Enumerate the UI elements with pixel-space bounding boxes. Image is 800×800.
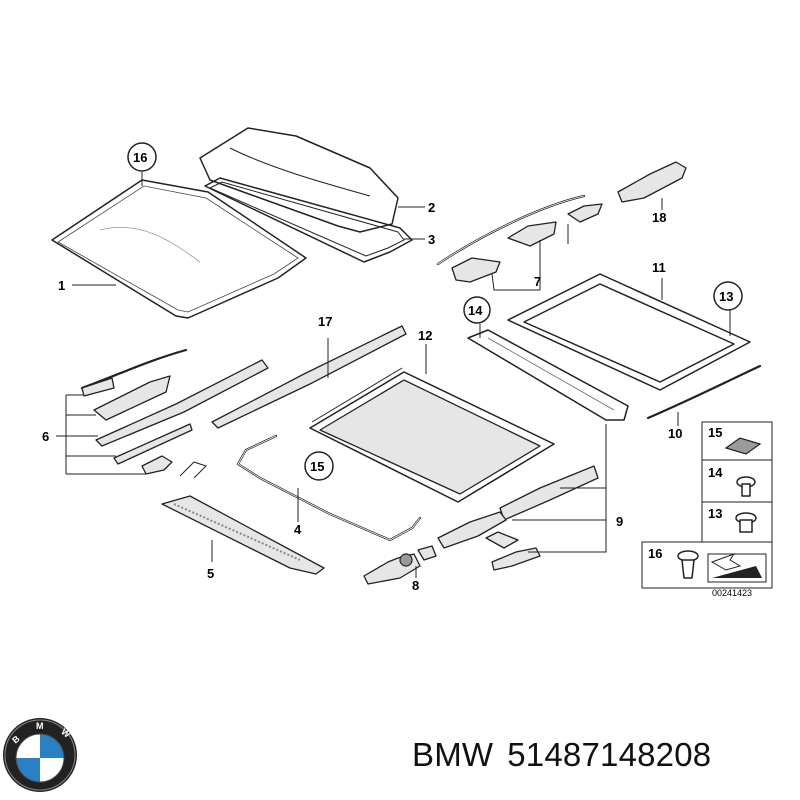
part-bracket-18 bbox=[617, 161, 687, 203]
part-lid-seal bbox=[204, 177, 413, 263]
screw-icon bbox=[735, 512, 757, 533]
part-glass-panel bbox=[51, 179, 307, 319]
callout-11: 11 bbox=[652, 260, 666, 275]
svg-text:M: M bbox=[36, 721, 44, 731]
callout-16-circle bbox=[127, 142, 157, 172]
callout-6: 6 bbox=[42, 429, 49, 444]
brand-part-number-line: BMW 51487148208 bbox=[412, 736, 792, 774]
svg-text:B: B bbox=[10, 733, 22, 745]
part-sunblind-12 bbox=[309, 367, 555, 503]
part-deflector-14 bbox=[467, 329, 629, 421]
part-cable-10 bbox=[646, 364, 762, 420]
legend-label-13: 13 bbox=[708, 506, 722, 521]
pad-icon bbox=[724, 437, 762, 455]
callout-7: 7 bbox=[534, 274, 541, 289]
part-number: 51487148208 bbox=[507, 736, 712, 773]
callout-13: 13 bbox=[719, 289, 733, 304]
arrow-icon bbox=[707, 553, 767, 583]
clip-icon bbox=[677, 550, 699, 579]
part-glass-lid bbox=[199, 127, 399, 233]
legend-cell-13 bbox=[701, 501, 773, 543]
callout-3: 3 bbox=[428, 232, 435, 247]
part-rail-17 bbox=[211, 325, 407, 429]
legend-label-14: 14 bbox=[708, 465, 723, 480]
part-rail-group-6 bbox=[80, 348, 269, 479]
callout-5: 5 bbox=[207, 566, 214, 581]
part-bracket-group-9 bbox=[437, 465, 599, 571]
part-motor-8 bbox=[363, 545, 437, 585]
callout-15-circle bbox=[304, 451, 334, 481]
callout-4: 4 bbox=[294, 522, 302, 537]
callout-17: 17 bbox=[318, 314, 332, 329]
callout-8: 8 bbox=[412, 578, 419, 593]
part-trim-5 bbox=[161, 495, 325, 575]
part-front-guides bbox=[436, 194, 603, 283]
fastener-legend: 15 14 13 16 00241423 bbox=[641, 421, 773, 598]
part-cable-4 bbox=[236, 434, 422, 542]
brand-name: BMW bbox=[412, 736, 494, 773]
callout-12: 12 bbox=[418, 328, 432, 343]
callout-9: 9 bbox=[616, 514, 623, 529]
callout-16: 16 bbox=[133, 150, 147, 165]
callout-1: 1 bbox=[58, 278, 65, 293]
leader-lines bbox=[56, 172, 731, 578]
callout-14-circle bbox=[463, 296, 491, 324]
legend-label-16: 16 bbox=[648, 546, 662, 561]
legend-label-15: 15 bbox=[708, 425, 722, 440]
callout-14: 14 bbox=[468, 303, 483, 318]
callout-10: 10 bbox=[668, 426, 682, 441]
callout-2: 2 bbox=[428, 200, 435, 215]
reference-number: 00241423 bbox=[712, 588, 752, 598]
callout-13-circle bbox=[713, 281, 743, 311]
screw-icon bbox=[736, 476, 756, 497]
callout-labels: 1 2 3 4 5 6 7 8 9 10 11 12 17 18 16 14 1… bbox=[42, 142, 743, 593]
callout-18: 18 bbox=[652, 210, 666, 225]
part-frame-11 bbox=[507, 273, 751, 391]
bmw-logo: B M W bbox=[3, 718, 77, 792]
callout-15: 15 bbox=[310, 459, 324, 474]
